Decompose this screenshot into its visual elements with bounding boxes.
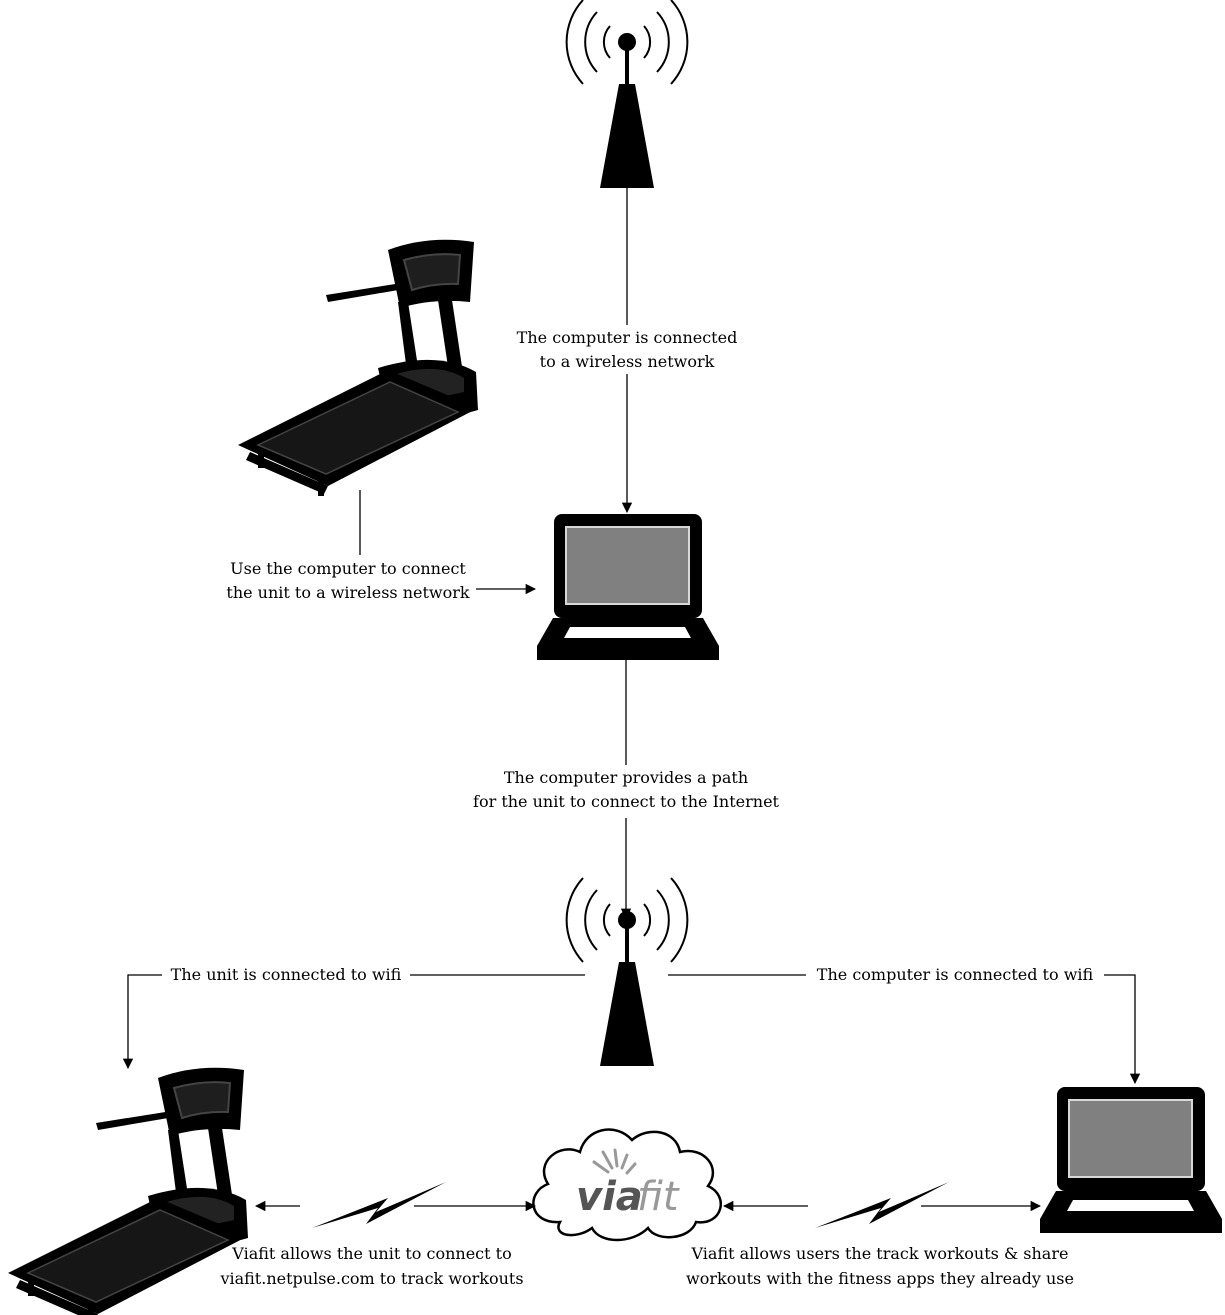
arrow-to-treadmill <box>128 975 162 1068</box>
label-computer-wireless-2: to a wireless network <box>540 352 715 371</box>
label-use-computer-1: Use the computer to connect <box>230 559 466 578</box>
laptop-icon <box>1040 1087 1222 1233</box>
treadmill-icon <box>238 240 478 496</box>
label-computer-wifi: The computer is connected to wifi <box>817 965 1094 984</box>
label-provides-path-2: for the unit to connect to the Internet <box>473 792 780 811</box>
label-provides-path-1: The computer provides a path <box>504 768 748 787</box>
laptop-icon <box>537 514 719 660</box>
label-viafit-unit-2: viafit.netpulse.com to track workouts <box>219 1269 523 1288</box>
label-viafit-unit-1: Viafit allows the unit to connect to <box>231 1244 511 1263</box>
wifi-tower-icon <box>567 0 688 188</box>
label-use-computer-2: the unit to a wireless network <box>226 583 470 602</box>
logo-fit-text: fit <box>637 1174 680 1220</box>
label-unit-wifi: The unit is connected to wifi <box>171 965 402 984</box>
label-viafit-users-2: workouts with the fitness apps they alre… <box>686 1269 1074 1288</box>
treadmill-icon <box>8 1068 248 1315</box>
arrow-to-laptop <box>1104 975 1135 1083</box>
logo-via-text: via <box>576 1174 643 1220</box>
wifi-tower-icon <box>567 878 688 1066</box>
lightning-icon <box>312 1182 446 1228</box>
lightning-icon <box>815 1182 949 1228</box>
label-viafit-users-1: Viafit allows users the track workouts &… <box>691 1244 1069 1263</box>
label-computer-wireless-1: The computer is connected <box>517 328 738 347</box>
